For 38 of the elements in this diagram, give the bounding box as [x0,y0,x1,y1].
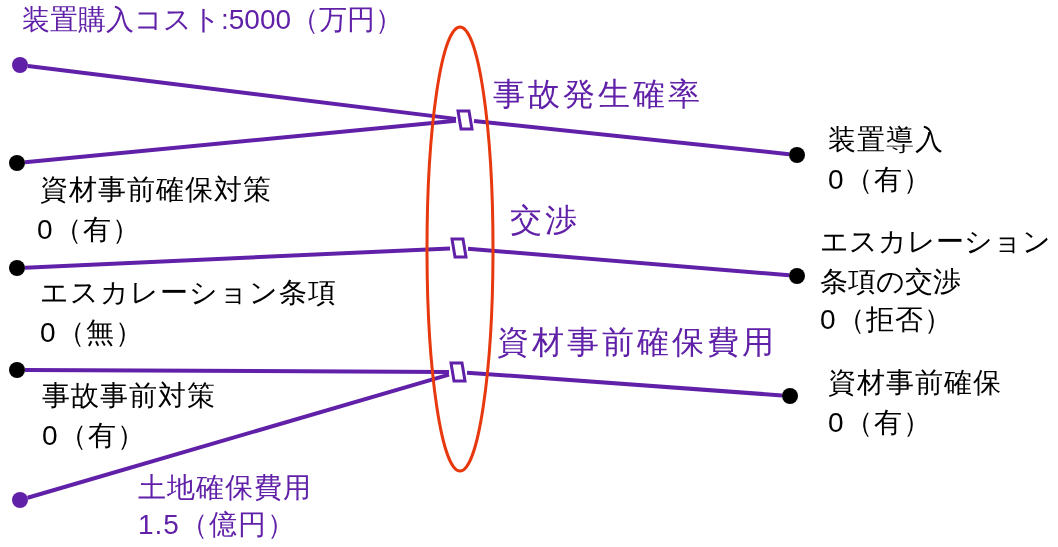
node-label: 資材事前確保費用 [497,323,777,362]
node-label: 装置導入 [828,123,944,157]
ellipse-outline [425,25,495,473]
connector-line [25,368,449,374]
junction-marker [449,361,467,383]
dot [9,155,25,171]
junction-marker [450,237,468,259]
value-label: 0（有） [828,406,932,440]
value-label: 0（有） [42,419,146,453]
connector-line [27,372,450,500]
dot [12,492,28,508]
node-label: 事故発生確率 [493,75,703,114]
node-label: 装置購入コスト:5000（万円） [22,3,404,37]
connector-line [27,64,457,121]
connector-line [473,118,790,157]
node-label: エスカレーション条項の交渉 [820,225,1052,299]
value-label: 0（有） [37,213,141,247]
connector-line [466,370,783,398]
value-label: 0（無） [40,316,144,350]
connector-line [467,246,790,278]
node-label: 事故事前対策 [42,379,216,413]
node-label: 土地確保費用 [138,471,312,505]
node-label: 資材事前確保対策 [40,173,272,207]
junction-marker [456,109,474,131]
node-label: エスカレーション条項 [40,276,337,310]
value-label: 0（拒否） [820,303,953,337]
dot [782,388,798,404]
value-label: 0（有） [828,163,932,197]
value-label: 1.5（億円） [138,508,296,542]
dot [9,362,25,378]
connector-line [24,118,457,165]
dot [789,147,805,163]
dot [9,260,25,276]
dot [789,268,805,284]
connector-line [24,246,451,270]
node-label: 交渉 [510,201,580,240]
dot [12,57,28,73]
node-label: 資材事前確保 [828,366,1002,400]
